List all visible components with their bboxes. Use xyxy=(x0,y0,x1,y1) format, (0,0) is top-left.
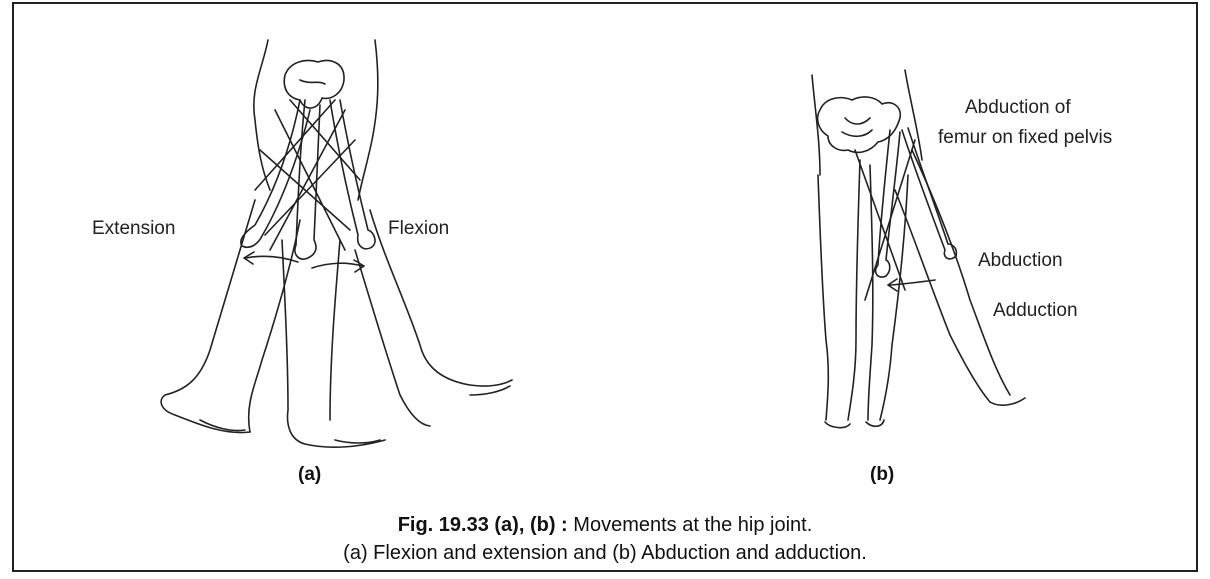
fixed-left-leg xyxy=(818,175,828,420)
panel-b-figure xyxy=(812,70,1025,428)
figure-caption-line2: (a) Flexion and extension and (b) Abduct… xyxy=(0,539,1210,567)
adduction-label: Adduction xyxy=(993,300,1078,322)
panel-b-label: (b) xyxy=(870,464,894,486)
figure-number: Fig. 19.33 (a), (b) xyxy=(398,514,556,536)
standing-leg-outline xyxy=(282,240,385,447)
panel-a-label: (a) xyxy=(298,464,321,486)
flexed-femur xyxy=(330,100,375,249)
figure-caption-line1: Fig. 19.33 (a), (b) : Movements at the h… xyxy=(0,511,1210,539)
annotation-line2: femur on fixed pelvis xyxy=(938,127,1112,149)
trunk-outline xyxy=(254,40,270,190)
caption-title: Movements at the hip joint. xyxy=(573,514,812,536)
annotation-line1: Abduction of xyxy=(965,97,1071,119)
extension-label: Extension xyxy=(92,218,175,240)
standing-right-leg xyxy=(868,165,873,420)
abduction-arrow xyxy=(890,280,935,285)
abduction-label: Abduction xyxy=(978,250,1063,272)
panel-a-figure xyxy=(161,40,512,447)
flexion-label: Flexion xyxy=(388,218,449,240)
caption-separator: : xyxy=(556,514,574,536)
